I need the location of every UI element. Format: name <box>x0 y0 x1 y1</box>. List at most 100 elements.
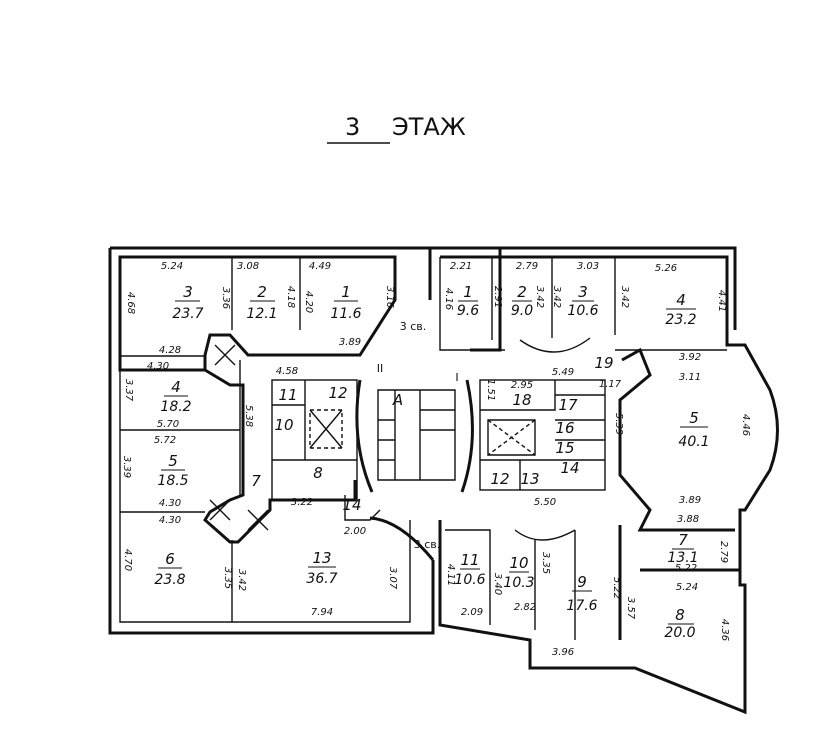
dimension: 5.24 <box>676 582 698 593</box>
room-area: 12.1 <box>246 306 277 322</box>
room-area: 23.7 <box>172 306 203 322</box>
room-number: 6 <box>165 550 175 568</box>
left-wing-walls <box>108 246 435 635</box>
room-number: 12 <box>490 470 509 488</box>
dimension: 4.46 <box>740 414 751 436</box>
room-area: 13.1 <box>667 550 698 566</box>
room-number: 1 <box>463 283 473 301</box>
room-number: 2 <box>257 283 267 301</box>
room-number: 3 <box>183 283 193 301</box>
room-number: 12 <box>328 384 347 402</box>
dimension: 1.17 <box>599 379 622 390</box>
dimension: 4.16 <box>443 288 454 310</box>
room-area: 9.6 <box>457 303 479 319</box>
dimension: 3.92 <box>679 352 701 363</box>
dimension: 2.95 <box>511 380 533 391</box>
room-number: 10 <box>274 416 293 434</box>
room-number: 15 <box>555 439 574 457</box>
dimension: 5.50 <box>534 497 556 508</box>
room-number: 4 <box>676 291 686 309</box>
dimension: 3.08 <box>237 261 259 272</box>
dimension: 5.22 <box>675 563 697 574</box>
room-number: 5 <box>168 452 178 470</box>
floor-title: ЭТАЖ <box>392 113 466 141</box>
dimension: 2.79 <box>516 261 538 272</box>
room-number: 10 <box>509 554 528 572</box>
stair-label: А <box>392 391 403 409</box>
room-area: 18.2 <box>160 399 191 415</box>
room-area: 10.3 <box>503 575 534 591</box>
floor-number: 3 <box>345 113 360 141</box>
left-dimensions: 5.24 3.08 4.49 4.68 3.36 4.18 4.20 3.16 … <box>121 261 398 618</box>
room-number: 3 <box>578 283 588 301</box>
dimension: 3.11 <box>679 372 701 383</box>
axis-label: II <box>377 362 384 375</box>
dimension: 3.42 <box>619 286 630 308</box>
dimension: 3.35 <box>540 552 551 574</box>
dimension: 4.41 <box>716 290 727 312</box>
room-number: 8 <box>313 464 323 482</box>
dimension: 5.39 <box>613 413 624 435</box>
room-area: 23.2 <box>665 312 696 328</box>
dimension: 3.89 <box>339 337 361 348</box>
dimension: 4.18 <box>285 286 296 308</box>
dimension: 3.16 <box>384 286 395 308</box>
room-area: 20.0 <box>664 625 695 641</box>
right-dimensions: 2.21 2.79 3.03 5.26 4.16 2.91 3.42 3.42 … <box>443 261 751 658</box>
dimension: 7.94 <box>311 607 333 618</box>
room-number: 19 <box>594 354 613 372</box>
room-area: 17.6 <box>566 598 597 614</box>
room-number: 17 <box>558 396 578 414</box>
dimension: 3.88 <box>677 514 699 525</box>
dimension: 5.38 <box>243 405 254 427</box>
dimension: 3.42 <box>236 569 247 591</box>
dimension: 5.26 <box>655 263 677 274</box>
dimension: 2.91 <box>492 286 503 308</box>
dimension: 3.39 <box>121 456 132 478</box>
room-number: 1 <box>341 283 351 301</box>
dimension: 5.24 <box>161 261 183 272</box>
dimension: 2.00 <box>344 526 366 537</box>
room-area: 40.1 <box>678 434 709 450</box>
right-wing-walls <box>438 255 779 715</box>
light-well-label: 3 св. <box>400 320 427 333</box>
room-number: 13 <box>520 470 539 488</box>
dimension: 1.51 <box>485 379 496 401</box>
light-well-label: 3 св. <box>414 538 441 551</box>
dimension: 3.40 <box>492 573 503 595</box>
dimension: 3.36 <box>220 287 231 309</box>
dimension: 3.96 <box>552 647 574 658</box>
dimension: 4.11 <box>445 564 456 586</box>
room-area: 9.0 <box>511 303 533 319</box>
dimension: 4.70 <box>122 549 133 571</box>
dimension: 3.89 <box>679 495 701 506</box>
stair-core <box>355 246 737 561</box>
dimension: 3.07 <box>387 567 398 590</box>
room-number: 4 <box>171 378 181 396</box>
room-area: 10.6 <box>454 572 485 588</box>
room-number: 11 <box>278 386 297 404</box>
left-room-labels: 3 23.7 2 12.1 1 11.6 4 18.2 5 18.5 6 23.… <box>154 283 361 588</box>
room-area: 10.6 <box>567 303 598 319</box>
room-number: 5 <box>689 409 699 427</box>
room-number: 16 <box>555 419 574 437</box>
dimension: 4.36 <box>719 619 730 641</box>
misc-labels: А II I 3 св. 3 св. <box>377 320 459 551</box>
dimension: 4.20 <box>303 291 314 313</box>
dimension: 5.22 <box>611 577 622 599</box>
dimension: 3.42 <box>551 286 562 308</box>
room-area: 11.6 <box>330 306 361 322</box>
room-number: 8 <box>675 606 685 624</box>
room-number: 9 <box>577 573 587 591</box>
room-number: 2 <box>517 283 527 301</box>
room-area: 18.5 <box>157 473 188 489</box>
dimension: 2.09 <box>461 607 483 618</box>
dimension: 3.22 <box>291 497 313 508</box>
dimension: 2.21 <box>450 261 472 272</box>
room-number: 7 <box>251 472 261 490</box>
axis-label: I <box>455 371 458 384</box>
room-number: 14 <box>342 496 361 514</box>
dimension: 4.68 <box>125 292 136 314</box>
room-number: 7 <box>678 531 688 549</box>
